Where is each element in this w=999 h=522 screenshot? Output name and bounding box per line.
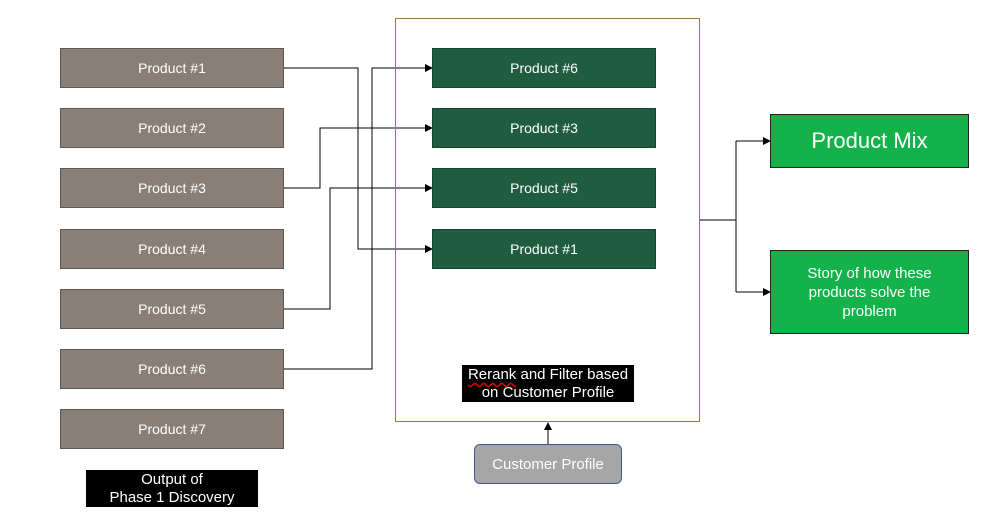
ranked-product-5: Product #5 (432, 168, 656, 208)
rerank-panel (395, 18, 700, 422)
source-caption: Output of Phase 1 Discovery (86, 470, 258, 507)
connector-p3 (284, 124, 433, 189)
ranked-product-3: Product #3 (432, 108, 656, 148)
source-product-6: Product #6 (60, 349, 284, 389)
ranked-product-6: Product #6 (432, 48, 656, 88)
story-box: Story of how these products solve the pr… (770, 250, 969, 334)
source-product-5: Product #5 (60, 289, 284, 329)
connector-p6 (284, 64, 433, 370)
rerank-label: Rerank and Filter based on Customer Prof… (462, 365, 634, 402)
product-mix-box: Product Mix (770, 114, 969, 168)
ranked-product-1: Product #1 (432, 229, 656, 269)
source-product-4: Product #4 (60, 229, 284, 269)
source-product-1: Product #1 (60, 48, 284, 88)
customer-profile-box: Customer Profile (474, 444, 622, 484)
source-product-7: Product #7 (60, 409, 284, 449)
connector-p5 (284, 184, 433, 310)
source-product-3: Product #3 (60, 168, 284, 208)
source-product-2: Product #2 (60, 108, 284, 148)
